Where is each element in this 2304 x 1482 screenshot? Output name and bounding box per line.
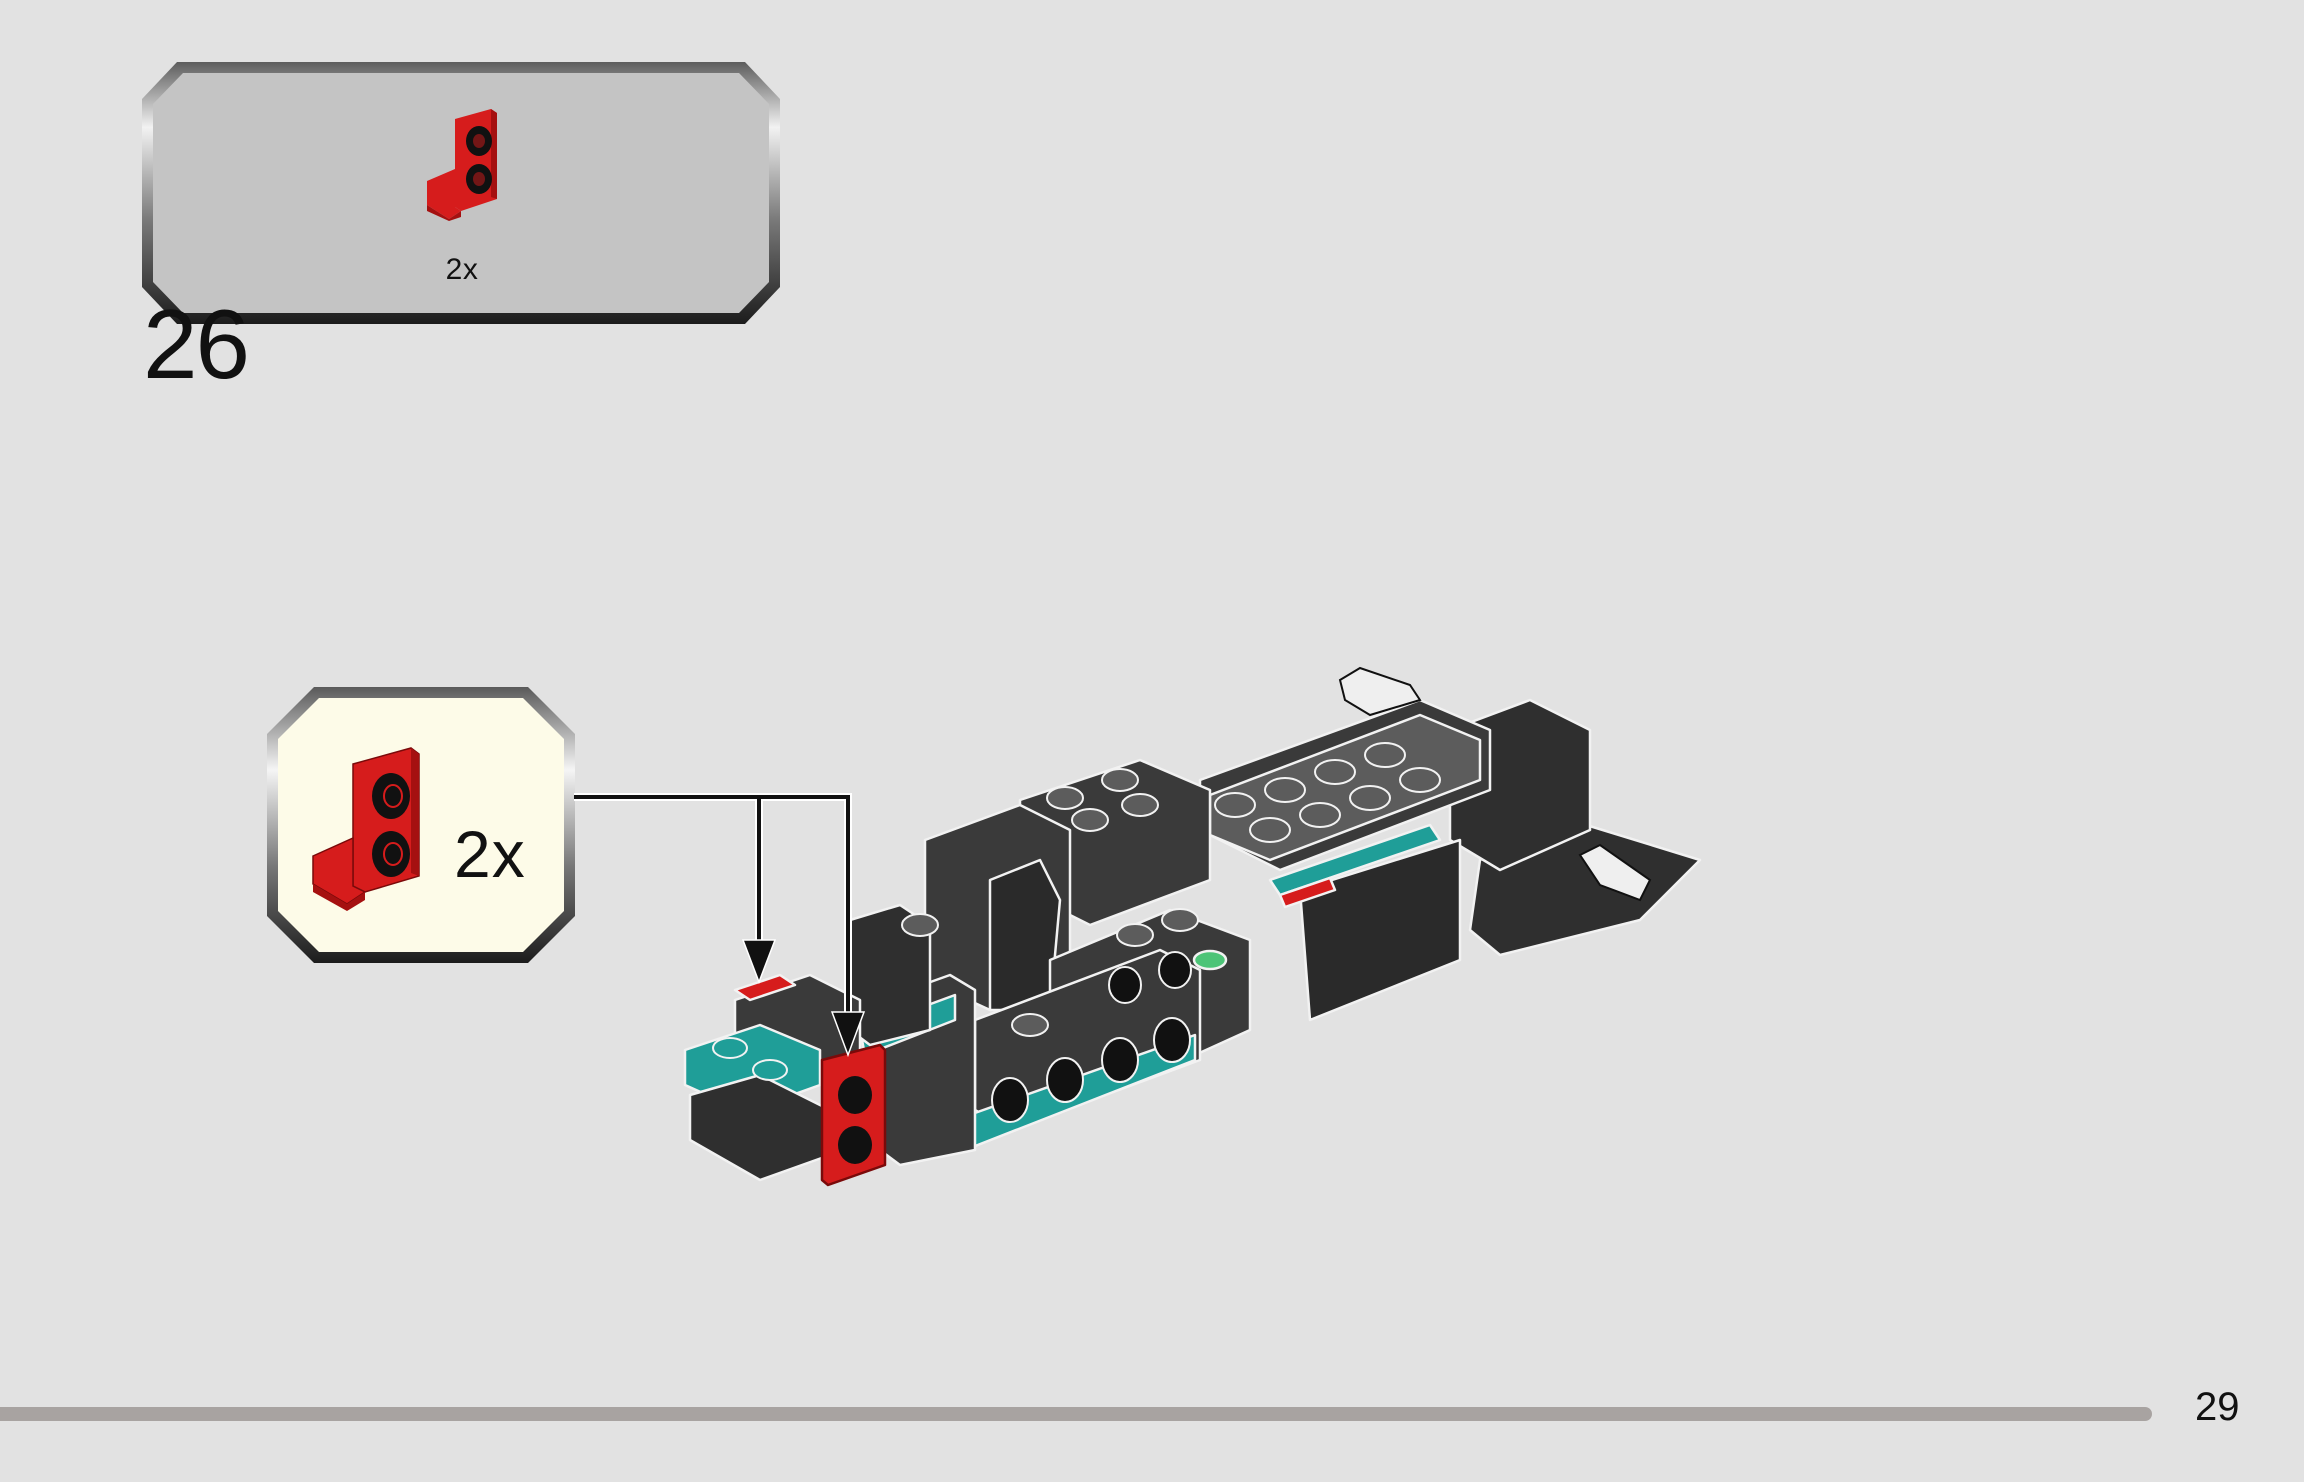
page-progress-bar <box>0 1407 2152 1421</box>
red-bracket-icon <box>427 109 497 221</box>
subassembly-callout: 2x <box>266 686 576 964</box>
parts-list-panel: 2x <box>141 61 781 325</box>
red-bracket-icon <box>312 747 420 911</box>
step-number: 26 <box>143 289 250 399</box>
callout-quantity: 2x <box>454 817 526 891</box>
page-number: 29 <box>2195 1385 2240 1429</box>
part-quantity: 2x <box>445 253 479 286</box>
